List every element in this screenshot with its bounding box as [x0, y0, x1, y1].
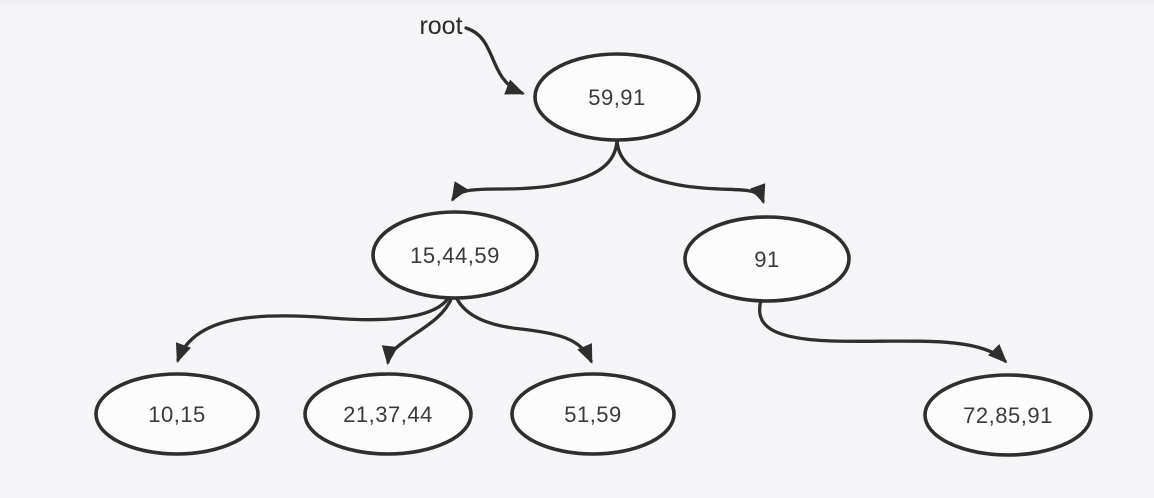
- node-shape-21-37-44: [303, 372, 473, 456]
- tree-node-root: 59,91: [533, 52, 701, 142]
- edge-15-44-59-to-21-37-44: [381, 295, 454, 366]
- root-pointer-label: root: [419, 12, 462, 40]
- tree-node-21-37-44: 21,37,44: [303, 372, 473, 456]
- node-layer: 59,91 15,44,59 91 10,15 21,37,44 51,59: [94, 52, 1093, 457]
- tree-node-72-85-91: 72,85,91: [923, 373, 1093, 457]
- tree-node-10-15: 10,15: [94, 372, 260, 456]
- edge-15-44-59-to-10-15: [175, 295, 451, 364]
- node-label-72-85-91: 72,85,91: [963, 403, 1053, 428]
- tree-node-91: 91: [683, 215, 851, 303]
- node-label-91: 91: [754, 247, 779, 272]
- node-label-51-59: 51,59: [564, 402, 622, 427]
- tree-node-51-59: 51,59: [510, 372, 676, 456]
- node-label-21-37-44: 21,37,44: [343, 402, 433, 427]
- edge-91-to-72-85-91: [758, 298, 1008, 364]
- tree-node-15-44-59: 15,44,59: [371, 210, 539, 300]
- edge-15-44-59-to-51-59: [454, 295, 593, 364]
- node-shape-root: [533, 52, 701, 142]
- edge-root-to-15-44-59: [451, 138, 619, 202]
- node-shape-15-44-59: [371, 210, 539, 300]
- node-shape-91: [683, 215, 851, 303]
- root-pointer-arrow: [464, 26, 525, 95]
- node-shape-51-59: [510, 372, 676, 456]
- edge-root-to-91: [615, 138, 766, 205]
- node-label-root: 59,91: [588, 85, 646, 110]
- edge-layer: [175, 26, 1008, 366]
- node-shape-10-15: [94, 372, 260, 456]
- node-shape-72-85-91: [923, 373, 1093, 457]
- node-label-10-15: 10,15: [148, 402, 206, 427]
- node-label-15-44-59: 15,44,59: [410, 243, 500, 268]
